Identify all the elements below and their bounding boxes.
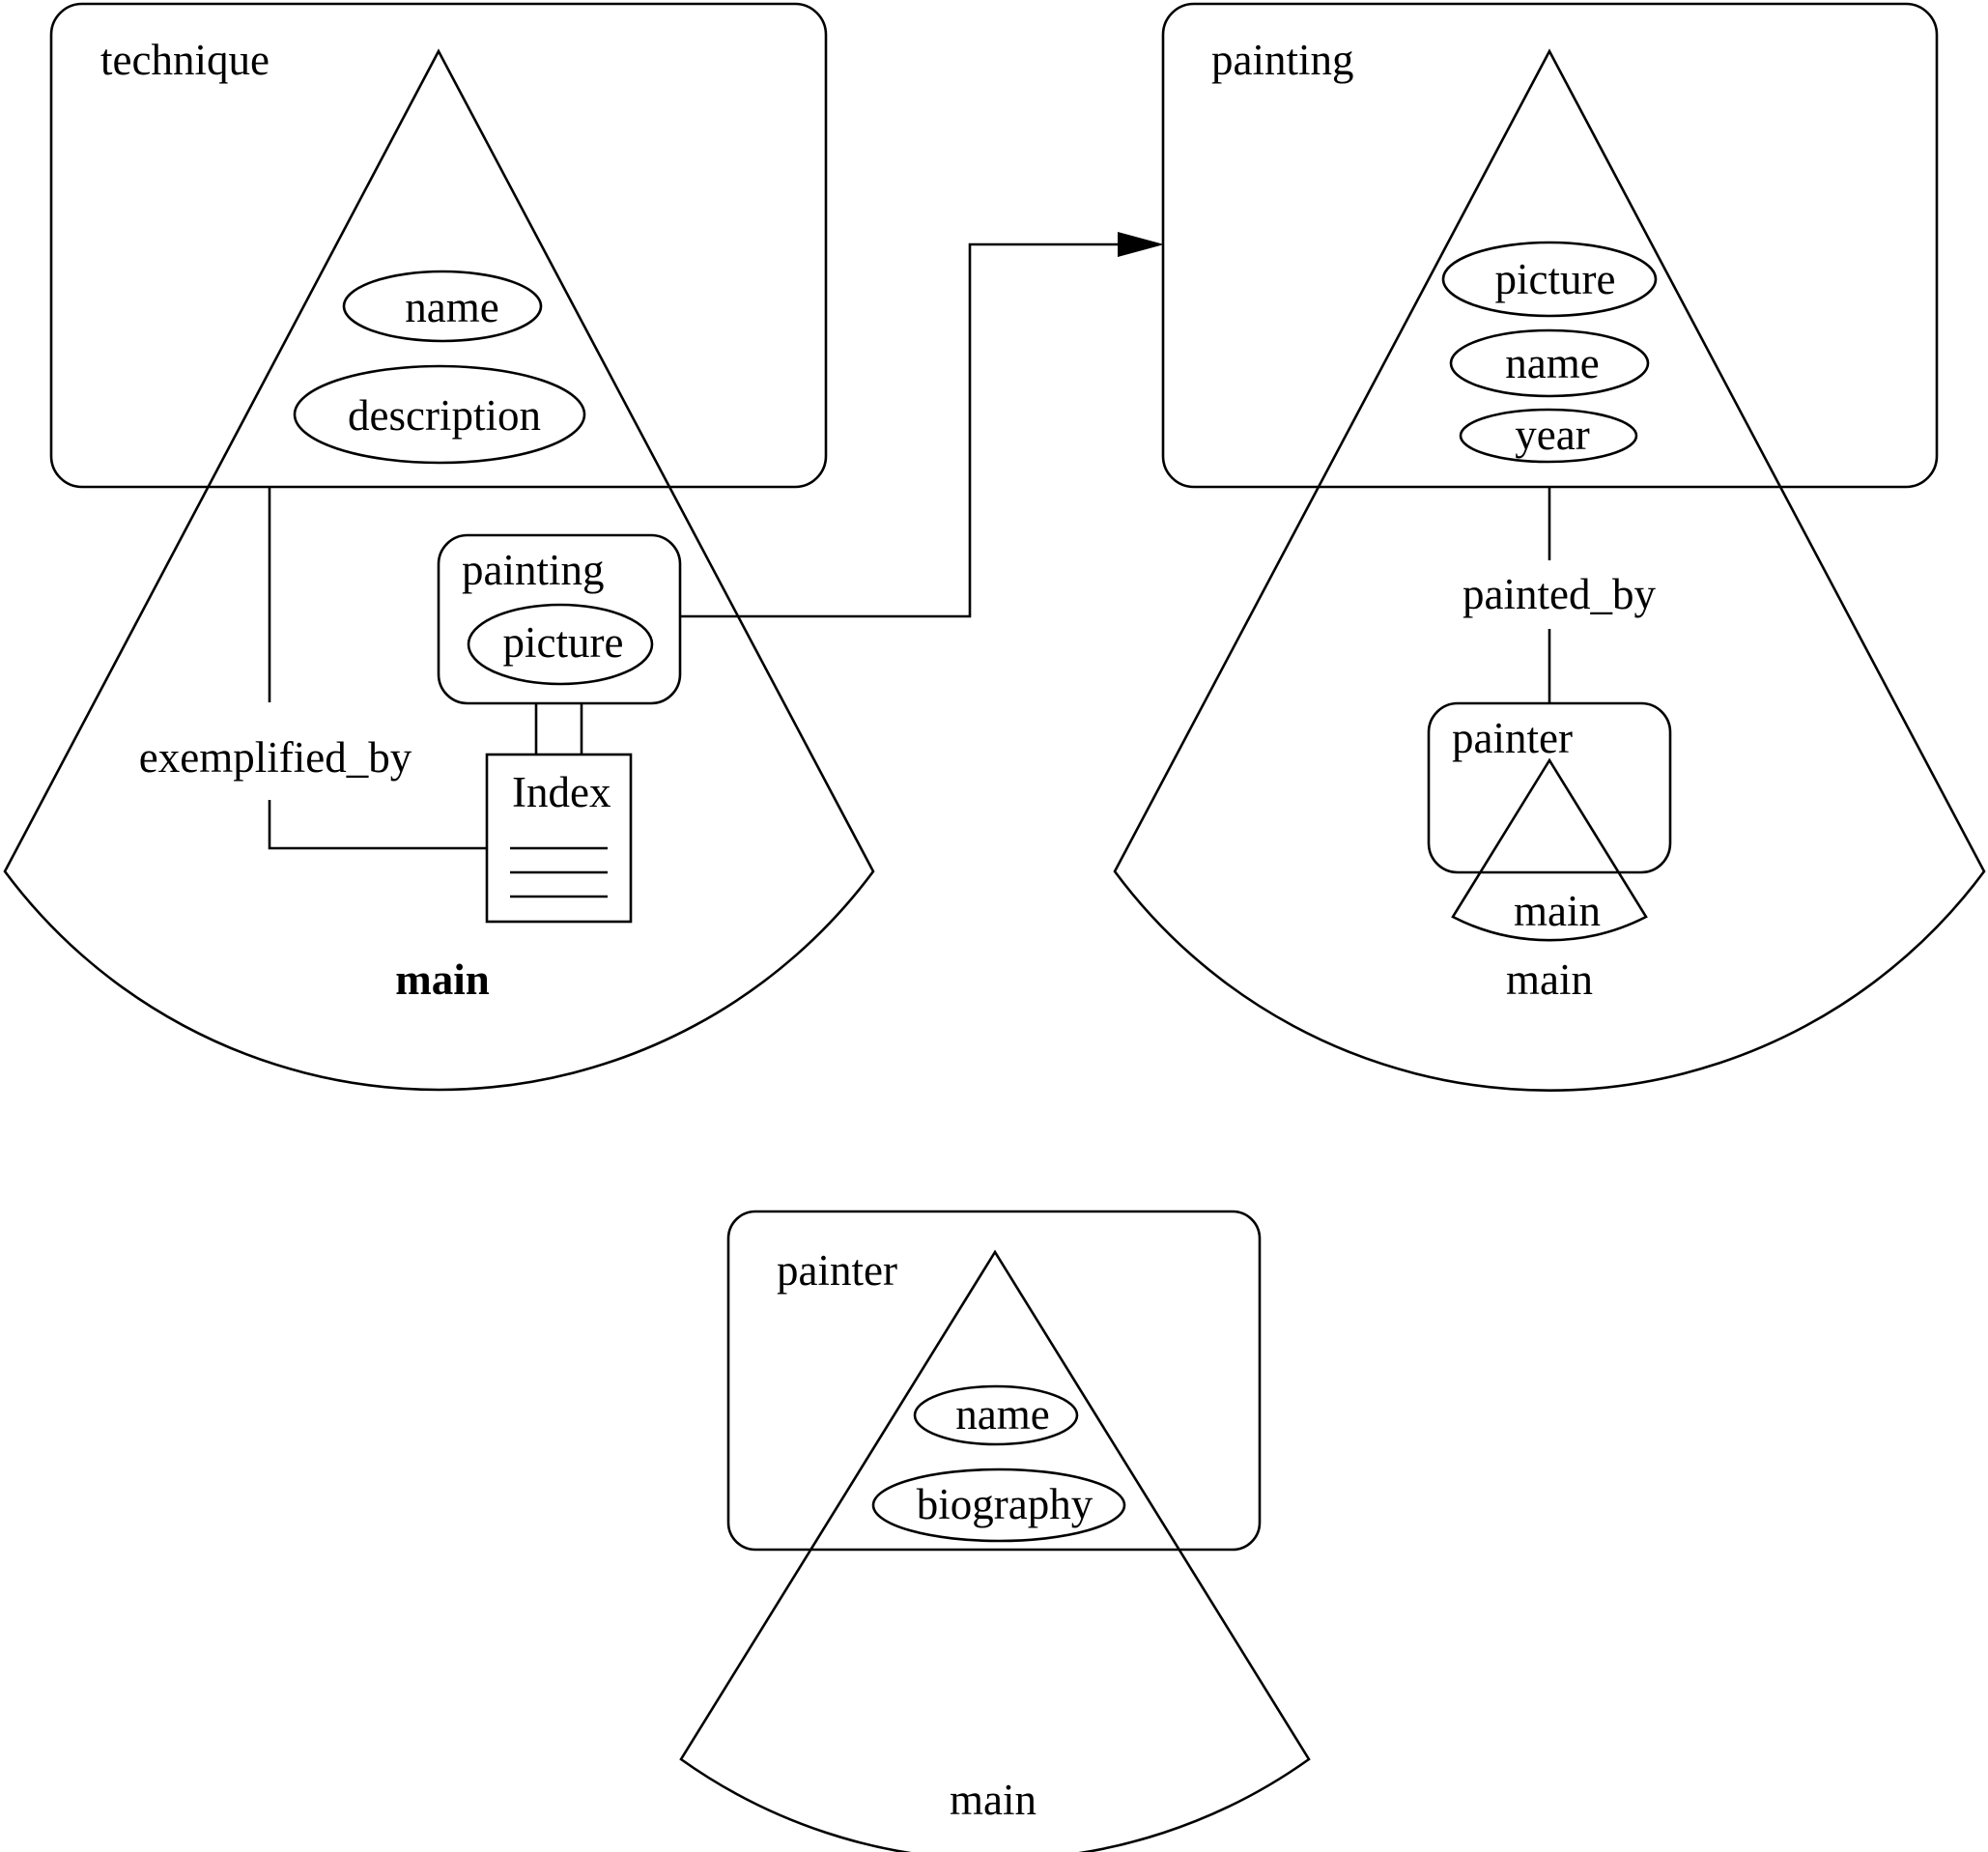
painter-attr-biography: biography <box>917 1480 1093 1528</box>
painting-attr-name: name <box>1505 339 1599 387</box>
technique-entity-box <box>49 2 828 489</box>
painter-entity-label: painter <box>777 1246 897 1295</box>
technique-entity-label: technique <box>100 36 270 84</box>
painting-nested-painter-box <box>1427 701 1672 874</box>
technique-attr-name-ellipse <box>342 270 543 343</box>
technique-nested-picture: picture <box>503 618 624 667</box>
index-label: Index <box>512 768 611 816</box>
technique-module: technique name description exemplified_b… <box>3 2 875 1092</box>
painting-nested-sector-label: main <box>1514 887 1601 935</box>
painting-nested-painter-label: painter <box>1452 714 1573 762</box>
technique-nested-painting-box <box>437 533 682 705</box>
technique-attr-description: description <box>348 391 541 440</box>
technique-nested-painting-label: painting <box>462 546 604 594</box>
painting-module: painting picture name year painted_by pa… <box>1113 2 1986 1092</box>
painter-module: painter name biography main <box>679 1210 1311 1852</box>
exemplified-by-line-lower <box>268 800 487 850</box>
exemplified-by-label: exemplified_by <box>139 733 412 782</box>
painting-sector-shape <box>1113 48 1986 1092</box>
painting-sector-label: main <box>1506 955 1593 1004</box>
painter-attr-name-ellipse <box>913 1384 1079 1446</box>
painter-attr-name: name <box>955 1390 1049 1439</box>
painting-attr-year-ellipse <box>1459 408 1638 464</box>
painting-attr-picture-ellipse <box>1441 241 1658 318</box>
painter-sector-shape <box>679 1249 1311 1852</box>
painting-reference-arrow <box>680 232 1164 618</box>
painting-attr-year: year <box>1515 411 1589 459</box>
painting-nested-painter-sector <box>1451 757 1648 942</box>
painting-attr-name-ellipse <box>1449 328 1650 398</box>
technique-sector-label: main <box>395 955 490 1004</box>
technique-nested-picture-ellipse <box>467 603 654 686</box>
technique-attr-name: name <box>405 283 498 331</box>
arrow-head <box>1118 232 1164 257</box>
painter-attr-biography-ellipse <box>871 1467 1126 1543</box>
painter-sector-label: main <box>950 1776 1037 1824</box>
technique-attr-description-ellipse <box>293 364 586 465</box>
painting-attr-picture: picture <box>1495 255 1616 303</box>
painted-by-label: painted_by <box>1463 570 1656 618</box>
index-box <box>485 753 633 924</box>
technique-sector-shape <box>3 48 875 1092</box>
painting-entity-label: painting <box>1211 36 1353 84</box>
arrow-line <box>680 242 1125 618</box>
painter-entity-box <box>726 1210 1262 1552</box>
